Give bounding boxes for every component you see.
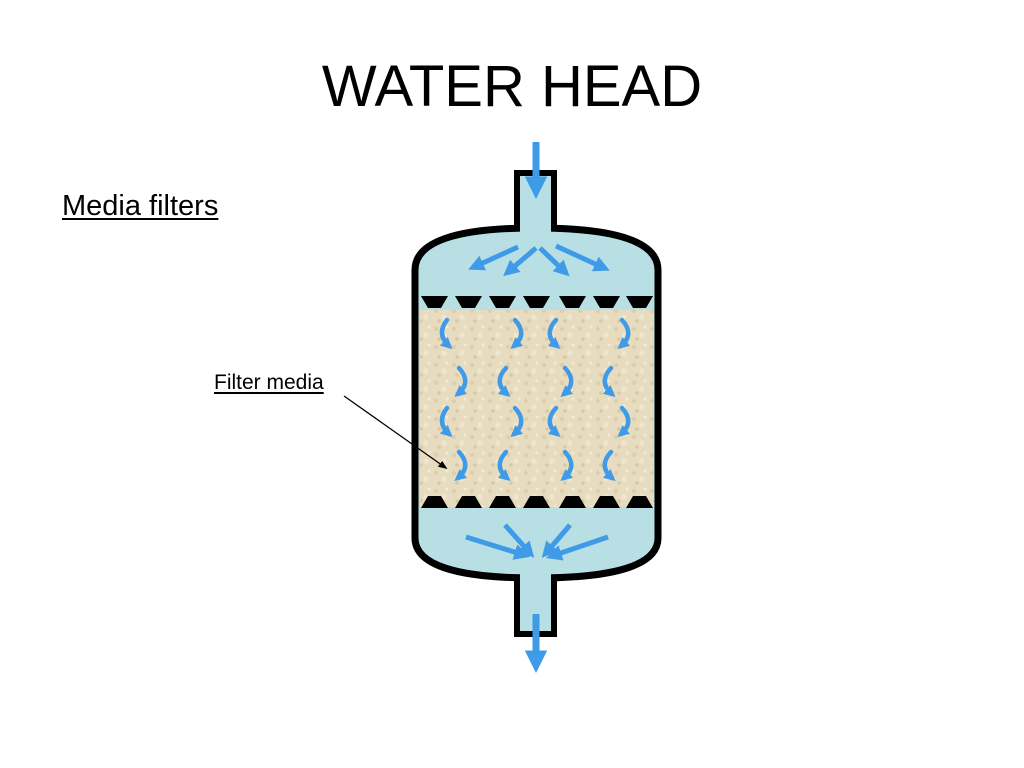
top-spread-arrow [554,243,610,272]
swirl-icon [510,405,524,438]
top-spread-arrow [538,246,570,277]
swirl-icon [617,317,631,350]
bottom-collect-arrow [465,534,531,560]
swirl-icon [560,365,574,398]
swirl-icon [497,449,511,482]
bottom-collect-arrow [545,534,609,561]
filter-media-label: Filter media [214,371,324,394]
swirl-icon [547,317,561,350]
top-spread-arrow [468,244,520,271]
swirl-icon [510,317,524,350]
swirl-icon [602,449,616,482]
swirl-icon [439,405,453,438]
swirl-icon [602,365,616,398]
swirl-icon [454,449,468,482]
swirl-icon [547,405,561,438]
filter-tank [411,170,662,637]
filter-media-bed [420,310,654,507]
swirl-icon [454,365,468,398]
section-subtitle: Media filters [62,190,219,222]
bottom-collect-arrow [503,523,535,558]
swirl-icon [617,405,631,438]
media-swirls [439,317,631,482]
bottom-nozzle-plate [421,496,653,508]
swirl-icon [497,365,511,398]
swirl-icon [560,449,574,482]
flow-arrows [465,142,610,673]
top-nozzle-plate [421,296,653,308]
swirl-icon [439,317,453,350]
callout-leader-line [343,395,448,470]
top-spread-arrow [503,246,538,277]
slide-title: WATER HEAD [321,54,703,119]
